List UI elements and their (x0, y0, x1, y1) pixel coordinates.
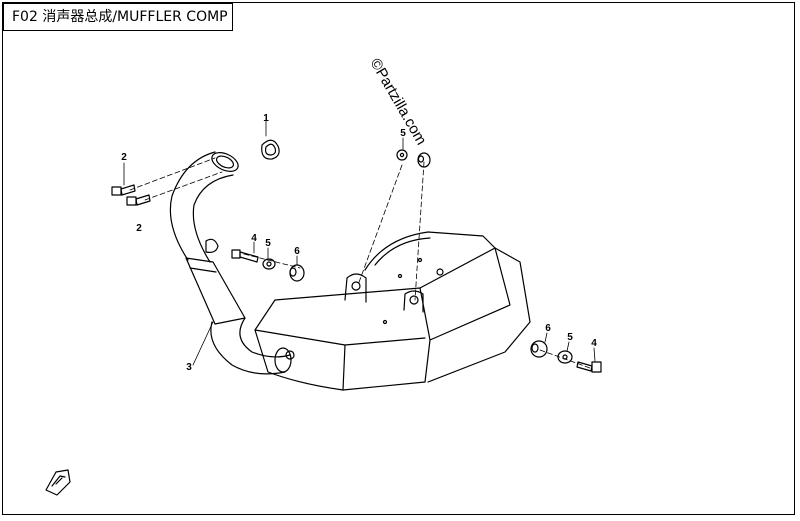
callout-label: 4 (591, 338, 597, 349)
grommet-part (417, 152, 431, 168)
washer-part (262, 258, 276, 270)
bolt-part (576, 361, 602, 373)
bolt-part (126, 194, 151, 206)
front-arrow-icon (45, 469, 71, 496)
grommet-part (289, 264, 305, 282)
watermark-text: ©Partzilla.com (367, 56, 430, 148)
grommet-part (530, 340, 548, 358)
callout-label: 2 (121, 152, 127, 163)
gasket-part (261, 139, 280, 160)
callout-label: 3 (186, 362, 192, 373)
assembly-guides (129, 157, 591, 369)
bolt-part (231, 249, 259, 263)
washer-part (396, 149, 408, 161)
muffler-body-part (254, 231, 531, 391)
callout-label: 5 (265, 238, 271, 249)
callout-label: 1 (263, 113, 269, 124)
callout-leaders (123, 117, 596, 366)
callout-label: 6 (545, 323, 551, 334)
diagram-title: F02 消声器总成/MUFFLER COMP (3, 3, 233, 31)
header-pipe-part (169, 151, 295, 375)
callout-label: 4 (251, 233, 257, 244)
callout-label: 2 (136, 223, 142, 234)
callout-label: 5 (567, 332, 573, 343)
bolt-part (111, 184, 136, 196)
callout-label: 5 (400, 128, 406, 139)
callout-label: 6 (294, 246, 300, 257)
washer-part (557, 350, 573, 364)
diagram-frame (2, 2, 795, 515)
